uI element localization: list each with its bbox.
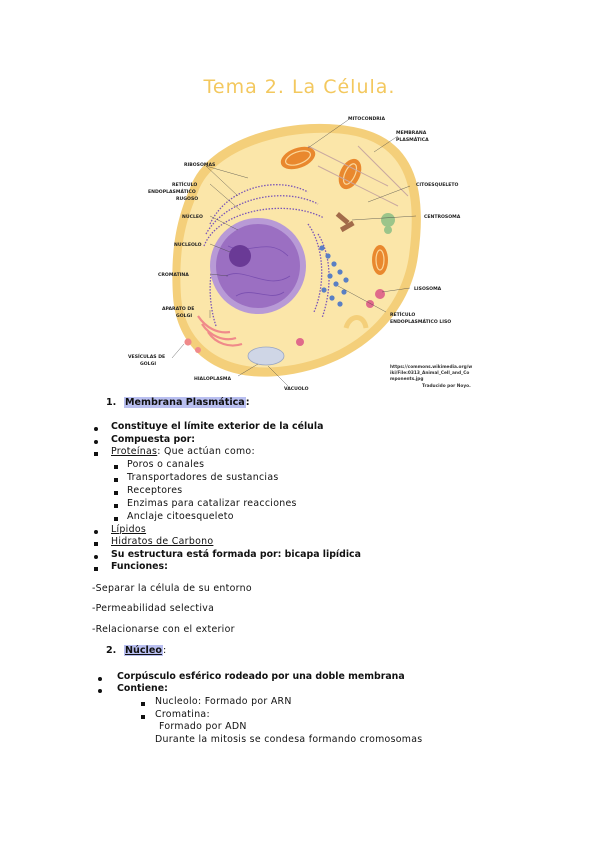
nucleus <box>216 224 300 308</box>
item-compuesta: Compuesta por: <box>111 434 196 445</box>
sub-item: Poros o canales <box>127 459 205 470</box>
label-mitocondria: MITOCONDRIA <box>348 116 385 122</box>
bullet-square <box>141 715 145 719</box>
bullet-dot <box>94 555 98 559</box>
bullet-square <box>94 542 98 546</box>
item-proteinas: Proteínas: Que actúan como: <box>111 446 255 457</box>
label-cromatina: CROMATINA <box>158 272 189 278</box>
section-1-number: 1. <box>106 397 117 408</box>
bullet-dot <box>94 530 98 534</box>
label-lisosoma: LISOSOMA <box>414 286 442 292</box>
item-cromatina: Cromatina: <box>155 709 210 720</box>
image-credit-1: https://commons.wikimedia.org/w <box>390 364 472 370</box>
item-proteinas-term: Proteínas <box>111 446 158 457</box>
item-contiene: Contiene: <box>117 683 168 694</box>
section-1-colon: : <box>245 397 250 408</box>
label-ribosomas: RIBOSOMAS <box>184 162 215 168</box>
centrosome <box>335 211 355 233</box>
bullet-square <box>114 478 118 482</box>
bullet-square <box>94 567 98 571</box>
page-title: Tema 2. La Célula. <box>203 76 396 98</box>
smooth-er <box>319 245 349 307</box>
bullet-square <box>114 491 118 495</box>
funcion-line: -Relacionarse con el exterior <box>92 624 235 635</box>
label-rer-1: RETÍCULO <box>172 180 197 188</box>
sub-item: Receptores <box>127 485 183 496</box>
funcion-line: -Separar la célula de su entorno <box>92 583 252 594</box>
item-proteinas-rest: : Que actúan como: <box>157 446 255 457</box>
sub-item: Transportadores de sustancias <box>127 472 279 483</box>
label-membrana-1: MEMBRANA <box>396 130 427 136</box>
lysosome <box>375 289 385 299</box>
label-rel-1: RETÍCULO <box>390 310 415 318</box>
label-nucleo: NÚCLEO <box>182 213 203 220</box>
bullet-square <box>114 517 118 521</box>
label-golgi-1: APARATO DE <box>162 306 194 312</box>
image-credit-2: iki/File:0313_Animal_Cell_and_Co <box>390 370 469 376</box>
label-rel-2: ENDOPLASMÁTICO LISO <box>390 318 451 325</box>
label-vesiculas-1: VESÍCULAS DE <box>128 352 165 360</box>
label-rer-2: ENDOPLASMÁTICO <box>148 188 196 195</box>
image-credit-4: Traducido por Noyo. <box>422 383 471 389</box>
bullet-dot <box>94 427 98 431</box>
bullet-square <box>94 452 98 456</box>
vacuole <box>247 346 285 366</box>
image-credit-3: mponents.jpg <box>390 376 423 382</box>
bullet-square <box>114 465 118 469</box>
sub-item: Anclaje citoesqueleto <box>127 511 234 522</box>
section-2-colon: : <box>162 645 167 656</box>
golgi-apparatus <box>197 315 243 347</box>
bullet-dot <box>94 440 98 444</box>
item-mitosis: Durante la mitosis se condesa formando c… <box>155 734 423 745</box>
label-hialoplasma: HIALOPLASMA <box>194 376 232 382</box>
animal-cell-diagram: MITOCONDRIA MEMBRANA PLASMÁTICA RIBOSOMA… <box>128 116 472 392</box>
section-2-number: 2. <box>106 645 117 656</box>
mitochondria <box>280 146 388 275</box>
label-citoesqueleto: CITOESQUELETO <box>416 182 459 188</box>
rough-er <box>203 184 330 327</box>
label-centrosoma: CENTROSOMA <box>424 214 461 220</box>
label-rer-3: RUGOSO <box>176 196 198 202</box>
label-membrana-2: PLASMÁTICA <box>396 136 429 143</box>
section-1-heading: 1. Membrana Plasmática: <box>106 397 250 408</box>
label-vesiculas-2: GOLGI <box>140 361 156 367</box>
bullet-square <box>141 702 145 706</box>
funcion-line: -Permeabilidad selectiva <box>92 603 215 614</box>
label-vacuolo: VACUOLO <box>284 386 309 392</box>
item-adn: Formado por ADN <box>159 721 247 732</box>
bullet-dot <box>98 689 102 693</box>
bullet-square <box>114 504 118 508</box>
bullet-dot <box>98 677 102 681</box>
cytoskeleton <box>307 145 409 207</box>
sub-item: Enzimas para catalizar reacciones <box>127 498 297 509</box>
item-lipidos: Lípidos <box>111 524 147 535</box>
label-golgi-2: GOLGI <box>176 313 192 319</box>
item-nucleolo: Nucleolo: Formado por ARN <box>155 696 292 707</box>
section-2-title: Núcleo <box>124 645 163 656</box>
item-hidratos: Hidratos de Carbono <box>111 536 214 547</box>
label-nucleolo: NUCLEOLO <box>174 242 202 248</box>
item-corpusculo: Corpúsculo esférico rodeado por una dobl… <box>117 671 405 682</box>
nucleolus <box>229 245 251 267</box>
section-2-heading: 2. Núcleo: <box>106 645 166 656</box>
section-1-title: Membrana Plasmática <box>124 397 246 408</box>
item-estructura: Su estructura está formada por: bicapa l… <box>111 549 361 560</box>
item-funciones: Funciones: <box>111 561 168 572</box>
item-limite: Constituye el límite exterior de la célu… <box>111 421 324 432</box>
